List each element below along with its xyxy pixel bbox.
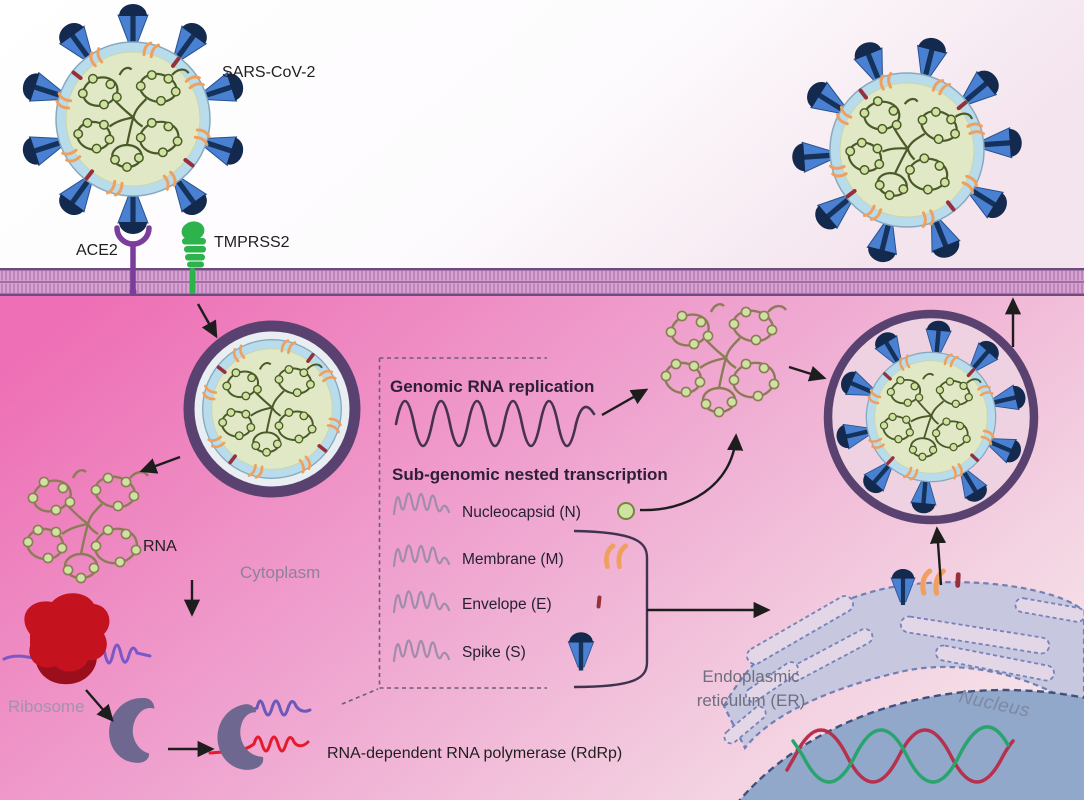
endosome-virion [183,320,361,498]
label-sars-cov-2: SARS-CoV-2 [222,64,315,81]
label-tmprss2: TMPRSS2 [214,234,290,251]
process-arrows [85,297,1022,758]
ribosome [2,593,152,685]
label-cytoplasm: Cytoplasm [240,563,320,582]
label-envelope: Envelope (E) [462,596,552,613]
label-genomic-replication: Genomic RNA replication [390,377,594,396]
s-mrna-wave [392,639,451,663]
label-rna: RNA [143,538,177,555]
cell-membrane [0,267,1084,297]
genomic-rna-wave [394,399,596,448]
rdrp-subunit [109,697,155,763]
tmprss2-protease [181,221,206,294]
nucleus [738,688,1084,800]
arrow-replication-to-rna [601,388,649,417]
subgenomic-waves [392,492,451,663]
rdrp-subunit-active [217,704,264,770]
dna-strands [785,725,1015,784]
arrow-er-to-vesicle [929,526,947,586]
arrow-entry [196,303,218,339]
rdrp-callout-dash [341,688,379,705]
e-mrna-wave [392,590,451,614]
m-mrna-wave [392,544,451,568]
arrow-ribosome-to-rdrp [85,689,114,723]
e-protein-on-er-icon [955,572,961,588]
rdrp-complex [109,697,312,770]
label-er-line2: reticulum (ER) [697,691,806,710]
label-spike: Spike (S) [462,644,526,661]
arrow-n-to-rna [639,433,744,512]
nascent-rna-strand [208,735,310,755]
assembly-vesicle [823,309,1039,525]
label-ace2: ACE2 [76,242,118,259]
label-rdrp: RNA-dependent RNA polymerase (RdRp) [327,745,622,762]
n-protein-icon [617,502,635,520]
label-ribosome: Ribosome [8,697,85,716]
label-er-line1: Endoplasmic [702,667,800,686]
arrow-rna-release [139,455,181,474]
endoplasmic-reticulum [722,581,1084,751]
n-mrna-wave [392,492,451,516]
ace2-receptor [114,225,152,295]
replication-box [341,357,547,705]
label-membrane: Membrane (M) [462,551,564,568]
arrow-rna-to-vesicle [788,365,827,382]
label-nucleocapsid: Nucleocapsid (N) [462,504,581,521]
label-subgenomic-transcription: Sub-genomic nested transcription [392,465,668,484]
template-rna-strand [234,699,312,718]
